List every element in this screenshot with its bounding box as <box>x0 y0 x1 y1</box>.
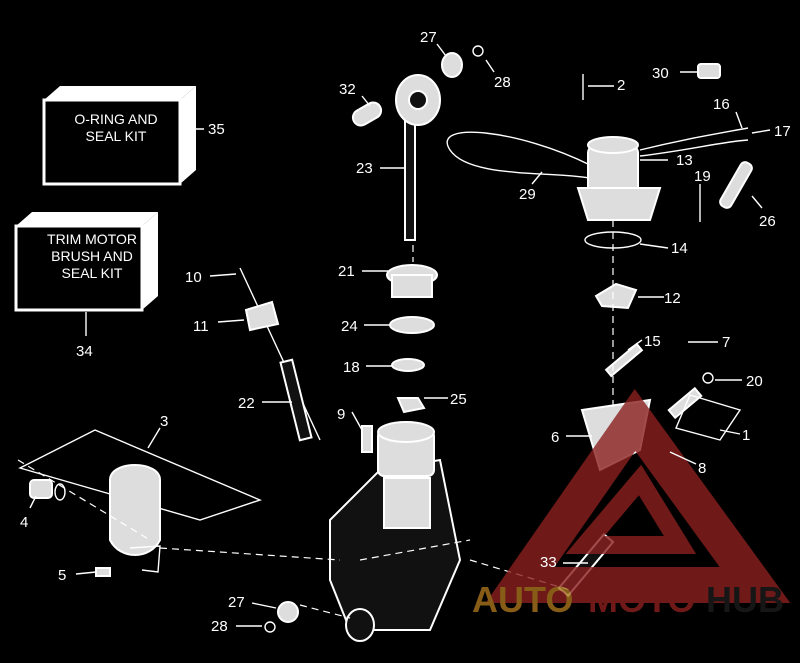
callout-28: 28 <box>211 618 228 635</box>
callout-14: 14 <box>671 240 688 257</box>
callout-5: 5 <box>58 567 66 584</box>
oring-seal-kit-box: O-RING AND SEAL KIT 35 <box>42 86 225 186</box>
callout-20: 20 <box>746 373 763 390</box>
leader-lines <box>29 43 771 627</box>
callout-2: 2 <box>617 77 625 94</box>
callout-1: 1 <box>742 427 750 444</box>
callout-22: 22 <box>238 395 255 412</box>
callout-28: 28 <box>494 74 511 91</box>
kit-label-line: SEAL KIT <box>62 265 123 281</box>
callout-27: 27 <box>228 594 245 611</box>
callout-24: 24 <box>341 318 358 335</box>
callout-25: 25 <box>450 391 467 408</box>
callout-27: 27 <box>420 29 437 46</box>
callout-11: 11 <box>193 318 209 335</box>
callout-33: 33 <box>540 554 557 571</box>
callout-23: 23 <box>356 160 373 177</box>
callout-16: 16 <box>713 96 730 113</box>
kit-label-line: TRIM MOTOR <box>47 231 137 247</box>
callout-32: 32 <box>339 81 356 98</box>
callout-labels: 27 28 2 30 32 23 16 17 13 29 19 26 14 21… <box>20 29 791 635</box>
callout-21: 21 <box>338 263 355 280</box>
callout-6: 6 <box>551 429 559 446</box>
watermark-logo: AUTO MOTO HUB <box>472 388 791 620</box>
callout-3: 3 <box>160 413 168 430</box>
watermark-auto: AUTO <box>472 579 573 620</box>
callout-18: 18 <box>343 359 360 376</box>
callout-13: 13 <box>676 152 693 169</box>
kit-label-line: BRUSH AND <box>51 248 133 264</box>
callout-17: 17 <box>774 123 791 140</box>
callout-29: 29 <box>519 186 536 203</box>
callout-12: 12 <box>664 290 681 307</box>
callout-8: 8 <box>698 460 706 477</box>
kit-label-line: SEAL KIT <box>86 128 147 144</box>
trim-motor-kit-box: TRIM MOTOR BRUSH AND SEAL KIT 34 <box>14 212 158 360</box>
callout-9: 9 <box>337 406 345 423</box>
callout-34: 34 <box>76 343 93 360</box>
callout-26: 26 <box>759 213 776 230</box>
kit-label-line: O-RING AND <box>74 111 157 127</box>
callout-7: 7 <box>722 334 730 351</box>
callout-4: 4 <box>20 514 28 531</box>
callout-15: 15 <box>644 333 661 350</box>
parts-drawing <box>17 45 753 642</box>
callout-19: 19 <box>694 168 711 185</box>
callout-10: 10 <box>185 269 202 286</box>
watermark-hub: HUB <box>706 579 784 620</box>
callout-35: 35 <box>208 121 225 138</box>
watermark-moto: MOTO <box>588 579 695 620</box>
callout-30: 30 <box>652 65 669 82</box>
